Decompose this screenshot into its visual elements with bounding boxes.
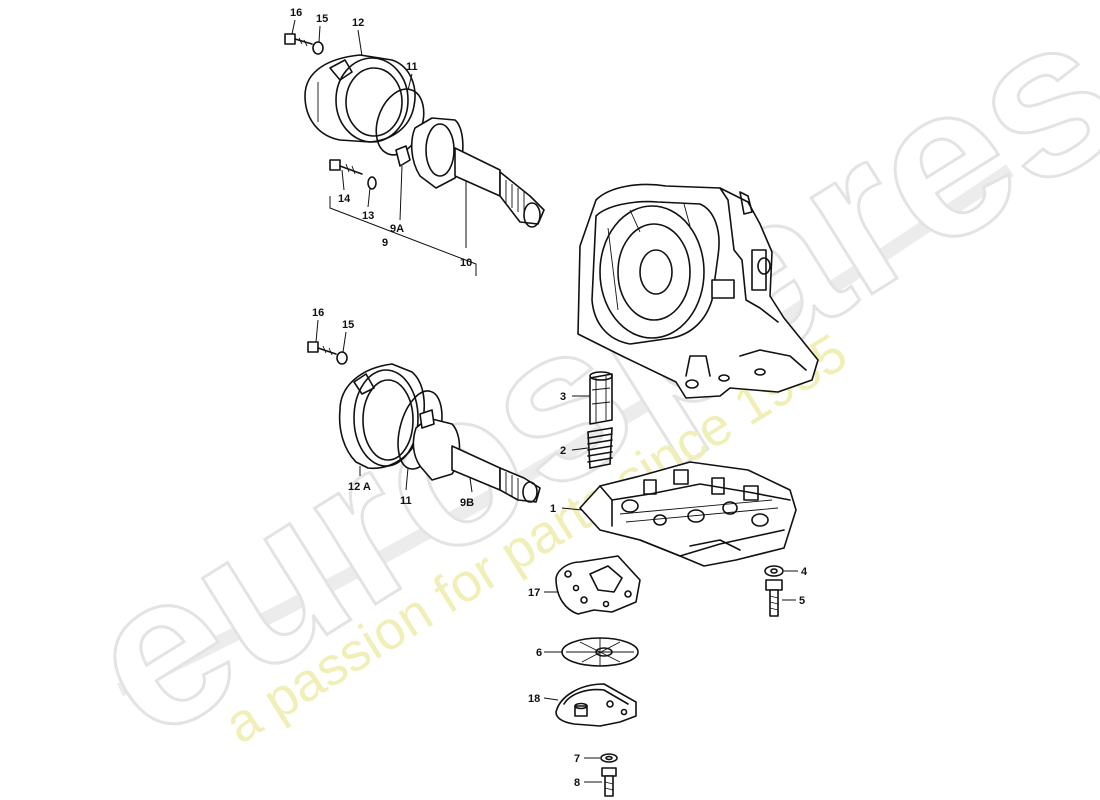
callout-17: 17 xyxy=(528,587,540,599)
callout-15-lower: 15 xyxy=(342,319,354,331)
callout-18: 18 xyxy=(528,693,540,705)
watermark-logo: eurospares xyxy=(47,0,1100,784)
callout-16-upper: 16 xyxy=(290,7,302,19)
callout-13: 13 xyxy=(362,210,374,222)
callout-9B: 9B xyxy=(460,497,474,509)
transmission-case xyxy=(577,183,819,399)
callout-5: 5 xyxy=(799,595,805,607)
callout-12: 12 xyxy=(352,17,364,29)
callout-6: 6 xyxy=(536,647,542,659)
output-shaft-10 xyxy=(410,117,545,228)
bolt-14 xyxy=(329,159,363,175)
callout-3: 3 xyxy=(560,391,566,403)
clip-9A xyxy=(395,145,411,167)
spring-2 xyxy=(587,427,613,469)
cover-18 xyxy=(555,683,637,727)
leader-lines xyxy=(291,19,798,783)
callout-16-lower: 16 xyxy=(312,307,324,319)
callout-8: 8 xyxy=(574,777,580,789)
callout-9: 9 xyxy=(382,237,388,249)
callout-11-lower: 11 xyxy=(400,495,412,507)
upper-shaft-assembly xyxy=(284,33,545,276)
lower-shaft-assembly xyxy=(307,341,541,503)
callout-10: 10 xyxy=(460,257,472,269)
washer-15-lower xyxy=(336,351,348,365)
callout-2: 2 xyxy=(560,445,566,457)
callout-7: 7 xyxy=(574,753,580,765)
filter-3 xyxy=(589,371,613,425)
strainer-disc-6 xyxy=(561,637,639,667)
callout-labels: 16 15 12 11 14 13 9A 9 10 16 15 12 A 11 … xyxy=(290,7,808,789)
callout-14: 14 xyxy=(338,193,351,205)
callout-4: 4 xyxy=(801,566,808,578)
washer-7 xyxy=(600,753,618,763)
valve-body-1 xyxy=(579,461,797,567)
callout-15-upper: 15 xyxy=(316,13,328,25)
bolt-16-lower xyxy=(307,341,337,356)
housing-12 xyxy=(304,54,416,143)
callout-12A: 12 A xyxy=(348,481,371,493)
gasket-plate-17 xyxy=(555,555,641,615)
bolt-8 xyxy=(601,767,617,797)
callout-11-upper: 11 xyxy=(406,61,418,73)
callout-1: 1 xyxy=(550,503,556,515)
washer-4 xyxy=(764,565,784,577)
washer-15-upper xyxy=(312,41,324,55)
bolt-5 xyxy=(765,579,783,617)
watermark: eurospares a passion for parts since 198… xyxy=(45,0,1100,786)
output-shaft-9B xyxy=(412,409,541,503)
bolt-16-upper xyxy=(284,33,313,47)
assembly-bracket-9 xyxy=(329,196,477,276)
washer-13 xyxy=(367,176,377,190)
callout-9A: 9A xyxy=(390,223,404,235)
